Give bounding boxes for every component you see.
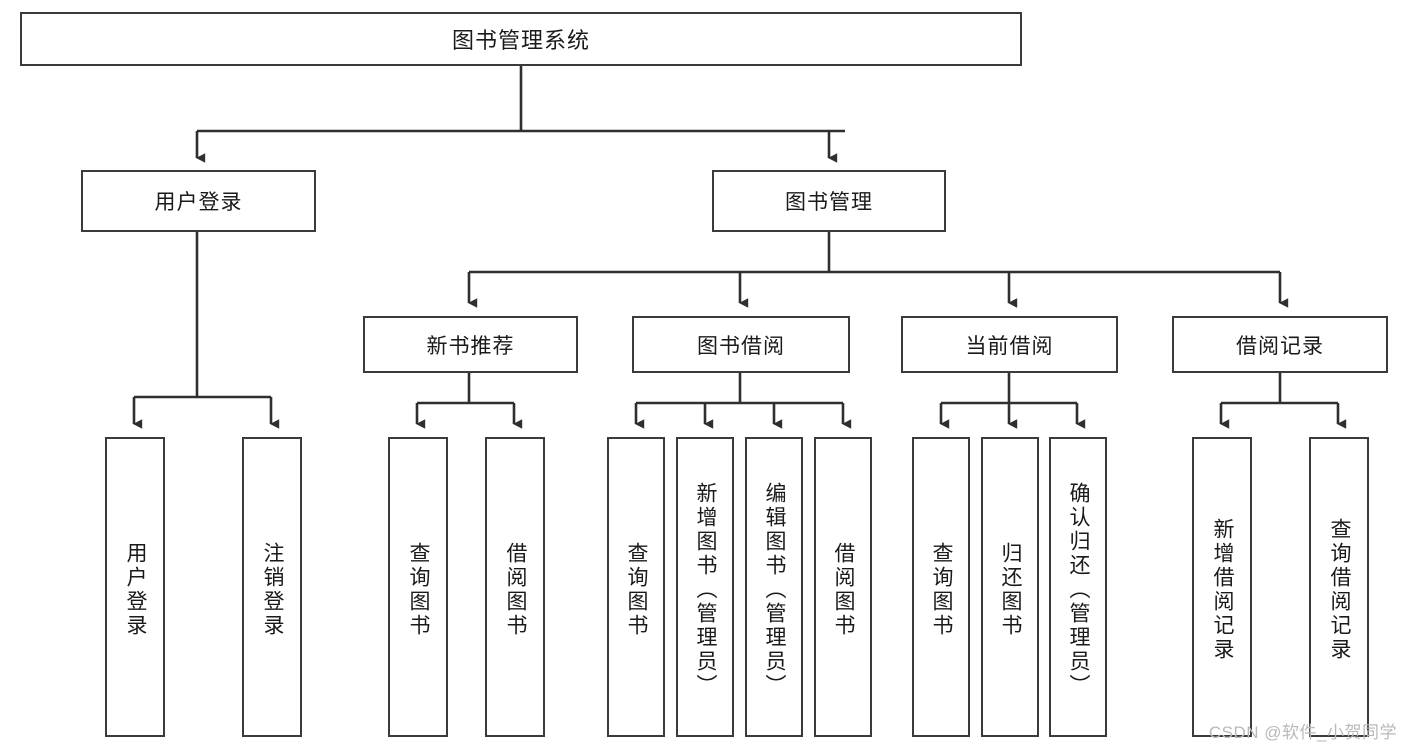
- node-book-borrow[interactable]: 图书借阅: [632, 316, 850, 373]
- leaf-confirm-return-admin[interactable]: 确认归还（管理员）: [1049, 437, 1107, 737]
- leaf-add-book-admin[interactable]: 新增图书（管理员）: [676, 437, 734, 737]
- node-user-login-label: 用户登录: [154, 191, 243, 214]
- leaf-query-borrow-record-label: 查询借阅记录: [1328, 518, 1352, 662]
- node-current-borrow[interactable]: 当前借阅: [901, 316, 1118, 373]
- node-book-management[interactable]: 图书管理: [712, 170, 946, 232]
- leaf-query-book-newbook[interactable]: 查询图书: [388, 437, 448, 737]
- leaf-borrow-book-newbook-label: 借阅图书: [504, 542, 528, 638]
- leaf-query-borrow-record[interactable]: 查询借阅记录: [1309, 437, 1369, 737]
- node-book-borrow-label: 图书借阅: [697, 334, 785, 358]
- watermark: CSDN @软件_小贺同学: [1208, 723, 1397, 742]
- leaf-borrow-book-newbook[interactable]: 借阅图书: [485, 437, 545, 737]
- leaf-borrow-book-label: 借阅图书: [832, 542, 856, 638]
- leaf-user-login[interactable]: 用户登录: [105, 437, 165, 737]
- leaf-add-borrow-record-label: 新增借阅记录: [1211, 518, 1235, 662]
- leaf-return-book[interactable]: 归还图书: [981, 437, 1039, 737]
- node-user-login[interactable]: 用户登录: [81, 170, 316, 232]
- node-book-management-label: 图书管理: [785, 191, 873, 214]
- leaf-add-book-admin-label: 新增图书（管理员）: [694, 482, 718, 698]
- leaf-query-book-newbook-label: 查询图书: [407, 542, 431, 638]
- leaf-add-borrow-record[interactable]: 新增借阅记录: [1192, 437, 1252, 737]
- leaf-confirm-return-admin-label: 确认归还（管理员）: [1067, 482, 1091, 698]
- leaf-logout[interactable]: 注销登录: [242, 437, 302, 737]
- node-new-book-recommend[interactable]: 新书推荐: [363, 316, 578, 373]
- leaf-return-book-label: 归还图书: [999, 542, 1023, 638]
- leaf-query-book-borrow-label: 查询图书: [625, 542, 649, 638]
- leaf-edit-book-admin[interactable]: 编辑图书（管理员）: [745, 437, 803, 737]
- leaf-query-book-borrow[interactable]: 查询图书: [607, 437, 665, 737]
- leaf-query-book-current[interactable]: 查询图书: [912, 437, 970, 737]
- node-root-label: 图书管理系统: [451, 28, 590, 53]
- node-borrow-records-label: 借阅记录: [1236, 334, 1324, 358]
- leaf-user-login-label: 用户登录: [124, 542, 148, 638]
- leaf-query-book-current-label: 查询图书: [930, 542, 954, 638]
- node-current-borrow-label: 当前借阅: [965, 334, 1054, 358]
- node-new-book-recommend-label: 新书推荐: [426, 334, 515, 358]
- node-borrow-records[interactable]: 借阅记录: [1172, 316, 1388, 373]
- leaf-edit-book-admin-label: 编辑图书（管理员）: [763, 482, 787, 698]
- leaf-logout-label: 注销登录: [261, 542, 285, 638]
- node-root[interactable]: 图书管理系统: [20, 12, 1022, 66]
- leaf-borrow-book[interactable]: 借阅图书: [814, 437, 872, 737]
